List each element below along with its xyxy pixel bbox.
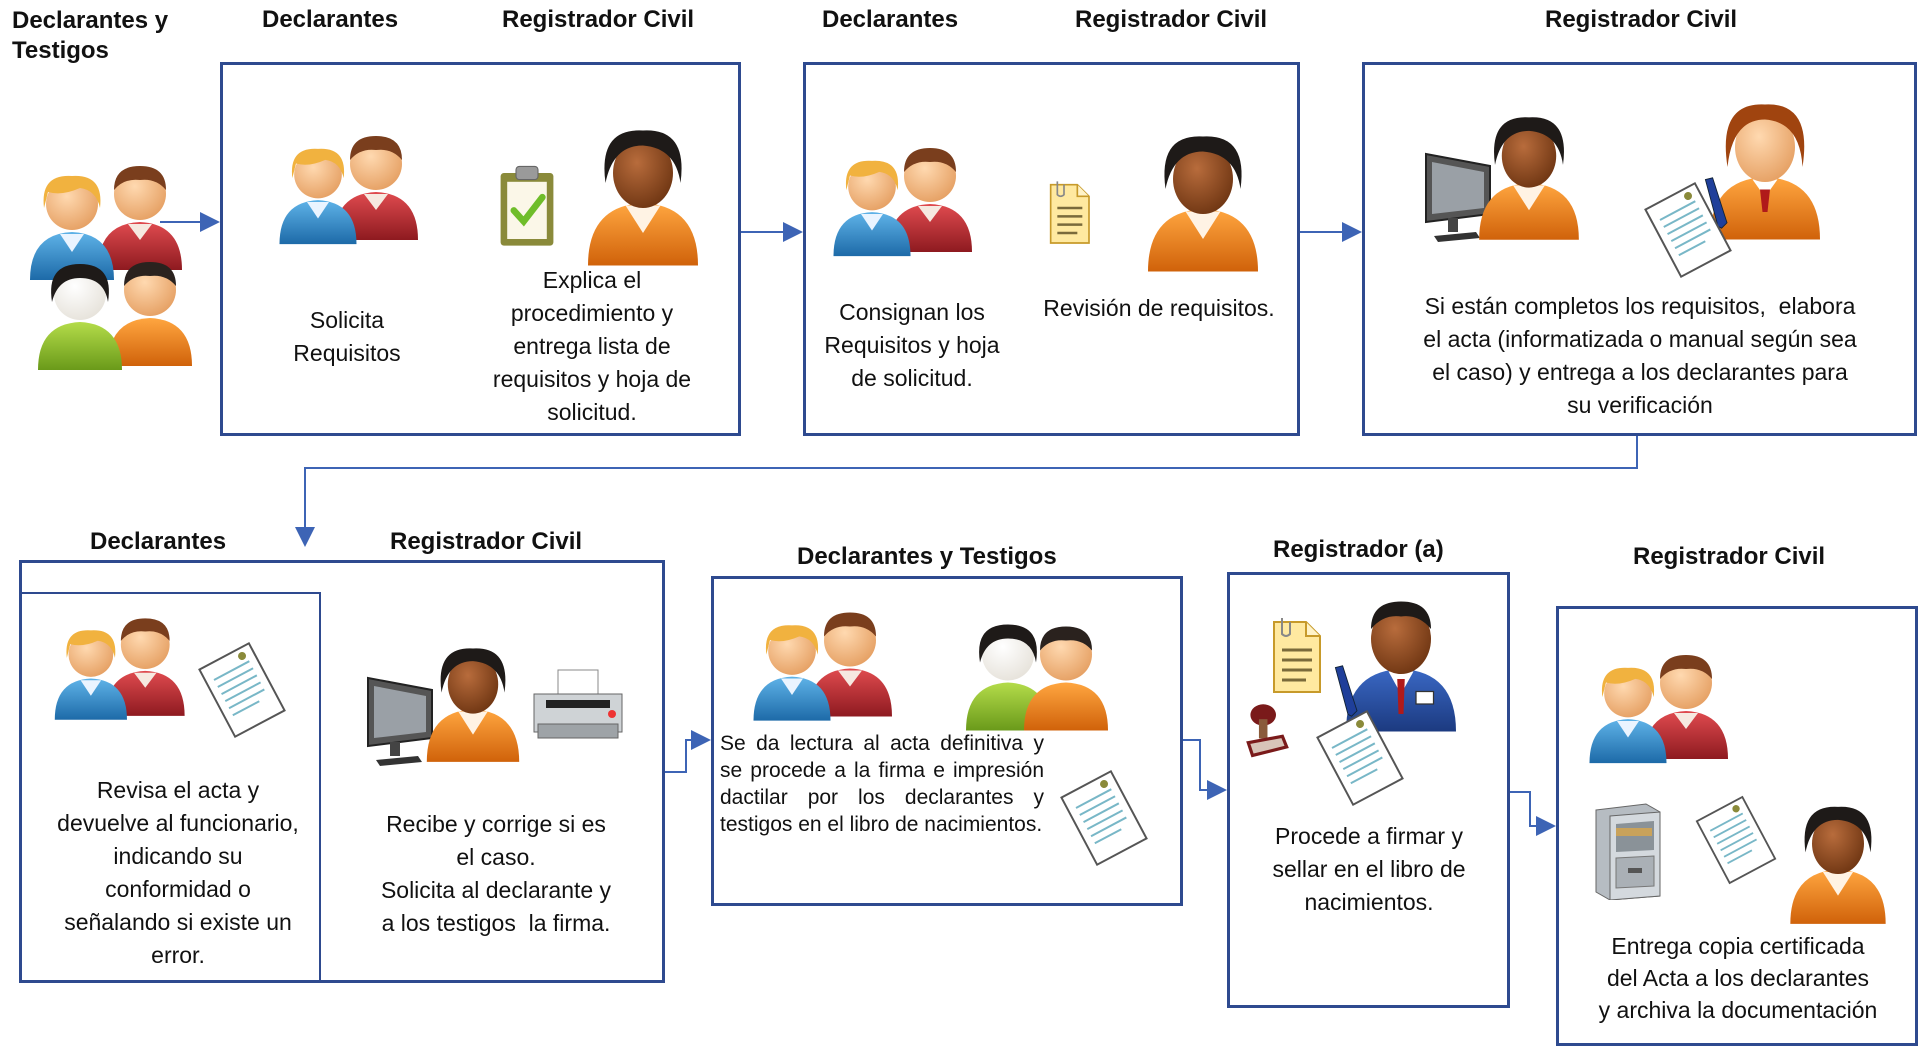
inner-divider: [21, 592, 321, 981]
registrar-clerk-icon: [1790, 806, 1886, 924]
declarantes-pair-icon: [753, 612, 892, 721]
clipboard-check-icon: [494, 162, 560, 250]
step-text-consignan: Consignan los Requisitos y hoja de solic…: [824, 299, 1000, 391]
header-registrador-civil: Registrador Civil: [502, 6, 695, 33]
printer-icon: [533, 669, 623, 739]
registrar-clerk-icon: [1148, 136, 1258, 272]
certificate-document-icon: [198, 642, 286, 738]
step-text-revisa: Revisa el acta y devuelve al funcionario…: [57, 777, 299, 968]
stamp-icon: [1246, 702, 1289, 758]
registrar-clerk-icon: [426, 648, 520, 762]
header-registrador-civil: Registrador Civil: [1075, 6, 1268, 33]
step-text-lectura: Se da lectura al acta definitiva y se pr…: [720, 732, 1044, 836]
certificate-document-icon: [1644, 182, 1732, 278]
header-registrador-a: Registrador (a): [1273, 536, 1444, 563]
step-text-solicita: Solicita Requisitos: [293, 307, 401, 366]
header-registrador-civil: Registrador Civil: [390, 528, 583, 555]
header-declarantes: Declarantes: [262, 6, 399, 33]
step-box-elaboracion: [1362, 62, 1917, 436]
step-text-recibe: Recibe y corrige si es el caso. Solicita…: [380, 811, 612, 936]
header-declarantes: Declarantes: [822, 6, 959, 33]
header-declarantes: Declarantes: [90, 528, 227, 555]
declarantes-pair-icon: [1589, 655, 1728, 764]
step-text-entrega: Entrega copia certificada del Acta a los…: [1598, 933, 1878, 1023]
header-declarantes-testigos: Declarantes y Testigos: [12, 7, 169, 64]
declarantes-pair-icon: [279, 136, 418, 245]
arrow-4: [295, 436, 1638, 547]
registrar-clerk-icon: [588, 130, 698, 266]
arrow-5: [665, 730, 711, 773]
testigos-pair-icon: [966, 624, 1108, 731]
certificate-document-icon: [1316, 710, 1404, 806]
header-declarantes-testigos: Declarantes y Testigos: [797, 543, 1057, 570]
step-text-revision: Revisión de requisitos.: [1043, 295, 1275, 321]
certificate-document-icon: [1695, 796, 1777, 884]
arrow-6: [1183, 739, 1227, 800]
step-text-procede: Procede a firmar y sellar en el libro de…: [1272, 823, 1466, 915]
document-note-icon: [1049, 180, 1091, 245]
declarantes-pair-icon: [54, 618, 185, 720]
certificate-document-icon: [1060, 770, 1148, 866]
arrow-7: [1510, 791, 1556, 836]
declarantes-pair-icon: [833, 148, 972, 257]
header-registrador-civil: Registrador Civil: [1633, 543, 1826, 570]
registrar-clerk-icon: [1479, 117, 1579, 240]
step-text-explica: Explica el procedimiento y entrega lista…: [492, 267, 692, 425]
filing-cabinet-icon: [1595, 803, 1661, 900]
header-registrador-civil: Registrador Civil: [1545, 6, 1738, 33]
step-text-elabora: Si están completos los requisitos, elabo…: [1423, 293, 1857, 418]
document-note-icon: [1272, 616, 1322, 694]
witnesses-group-icon: [30, 166, 192, 370]
